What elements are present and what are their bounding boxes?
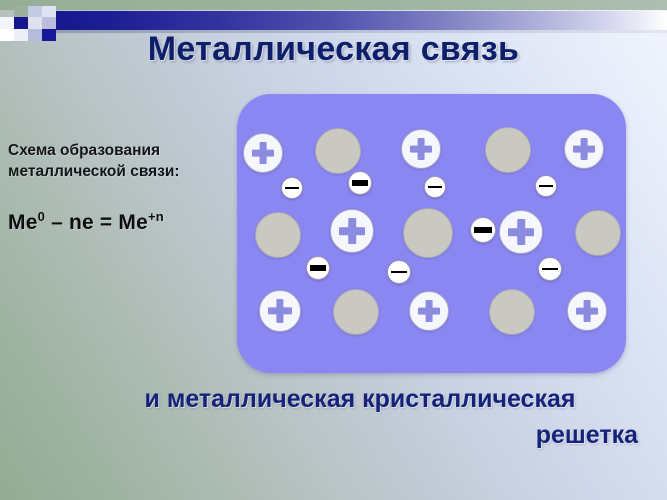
explanation-text: Схема образования металлической связи:	[8, 140, 226, 183]
caption-line-1: и металлическая кристаллическая	[144, 385, 576, 413]
decor-square	[28, 29, 42, 41]
plus-icon	[418, 300, 441, 323]
metal-cation-node	[409, 291, 449, 331]
caption-line-2: решетка	[535, 420, 638, 449]
plus-icon	[268, 299, 292, 323]
free-electron-node	[470, 217, 496, 243]
formula-me-neutral: Me	[8, 210, 38, 234]
minus-icon	[538, 184, 554, 188]
minus-icon	[351, 179, 369, 187]
decor-square	[42, 17, 56, 29]
plus-icon	[508, 219, 533, 244]
explanation-block: Схема образования металлической связи: M…	[8, 140, 226, 235]
free-electron-node	[348, 171, 372, 195]
free-electron-node	[538, 257, 562, 281]
minus-icon	[309, 264, 327, 272]
free-electron-node	[281, 177, 303, 199]
free-electron-node	[424, 176, 446, 198]
free-electron-node	[306, 256, 330, 280]
formula-superscript-plus-n: +n	[148, 208, 164, 224]
metal-cation-node	[401, 129, 441, 169]
decor-square	[28, 6, 42, 17]
decor-square	[28, 17, 42, 29]
metal-cation-node	[564, 129, 604, 169]
metal-cation-node	[259, 290, 301, 332]
minus-icon	[427, 185, 443, 189]
minus-icon	[474, 226, 492, 234]
decor-square	[42, 29, 56, 41]
plus-icon	[576, 300, 599, 323]
header-bar-shadow	[28, 30, 667, 33]
metal-atom-node	[575, 210, 621, 256]
decor-square	[0, 29, 14, 41]
decor-square	[42, 6, 56, 17]
caption-block: и металлическая кристаллическая решетка	[70, 382, 650, 453]
decor-square	[14, 17, 28, 29]
metal-atom-node	[403, 208, 453, 258]
metal-cation-node	[567, 291, 607, 331]
plus-icon	[252, 142, 275, 165]
corner-checkerboard-decoration	[0, 0, 56, 42]
metal-atom-node	[255, 212, 301, 258]
crystal-lattice-diagram	[237, 94, 626, 373]
minus-icon	[541, 267, 559, 271]
metal-cation-node	[330, 209, 374, 253]
decor-square	[0, 17, 14, 29]
minus-icon	[284, 186, 300, 190]
plus-icon	[573, 138, 596, 161]
metal-atom-node	[333, 289, 379, 335]
metal-cation-node	[243, 133, 283, 173]
explanation-line-1: Схема образования	[8, 142, 161, 159]
metal-atom-node	[485, 127, 531, 173]
plus-icon	[410, 138, 433, 161]
explanation-line-2: металлической связи:	[8, 163, 180, 181]
top-green-band	[0, 0, 667, 10]
header-gradient-bar	[28, 11, 667, 30]
decor-square	[14, 29, 28, 41]
page-title: Металлическая связь	[147, 30, 520, 68]
formula-superscript-zero: 0	[37, 208, 46, 224]
metal-atom-node	[315, 128, 361, 174]
free-electron-node	[535, 175, 557, 197]
metallic-bond-formula: Me0 – ne = Me+n	[8, 209, 226, 235]
metal-cation-node	[499, 210, 543, 254]
free-electron-node	[387, 260, 411, 284]
plus-icon	[339, 218, 364, 243]
minus-icon	[390, 270, 408, 274]
metal-atom-node	[489, 289, 535, 335]
decor-square	[14, 6, 28, 17]
formula-middle: – ne = Me	[45, 210, 148, 234]
